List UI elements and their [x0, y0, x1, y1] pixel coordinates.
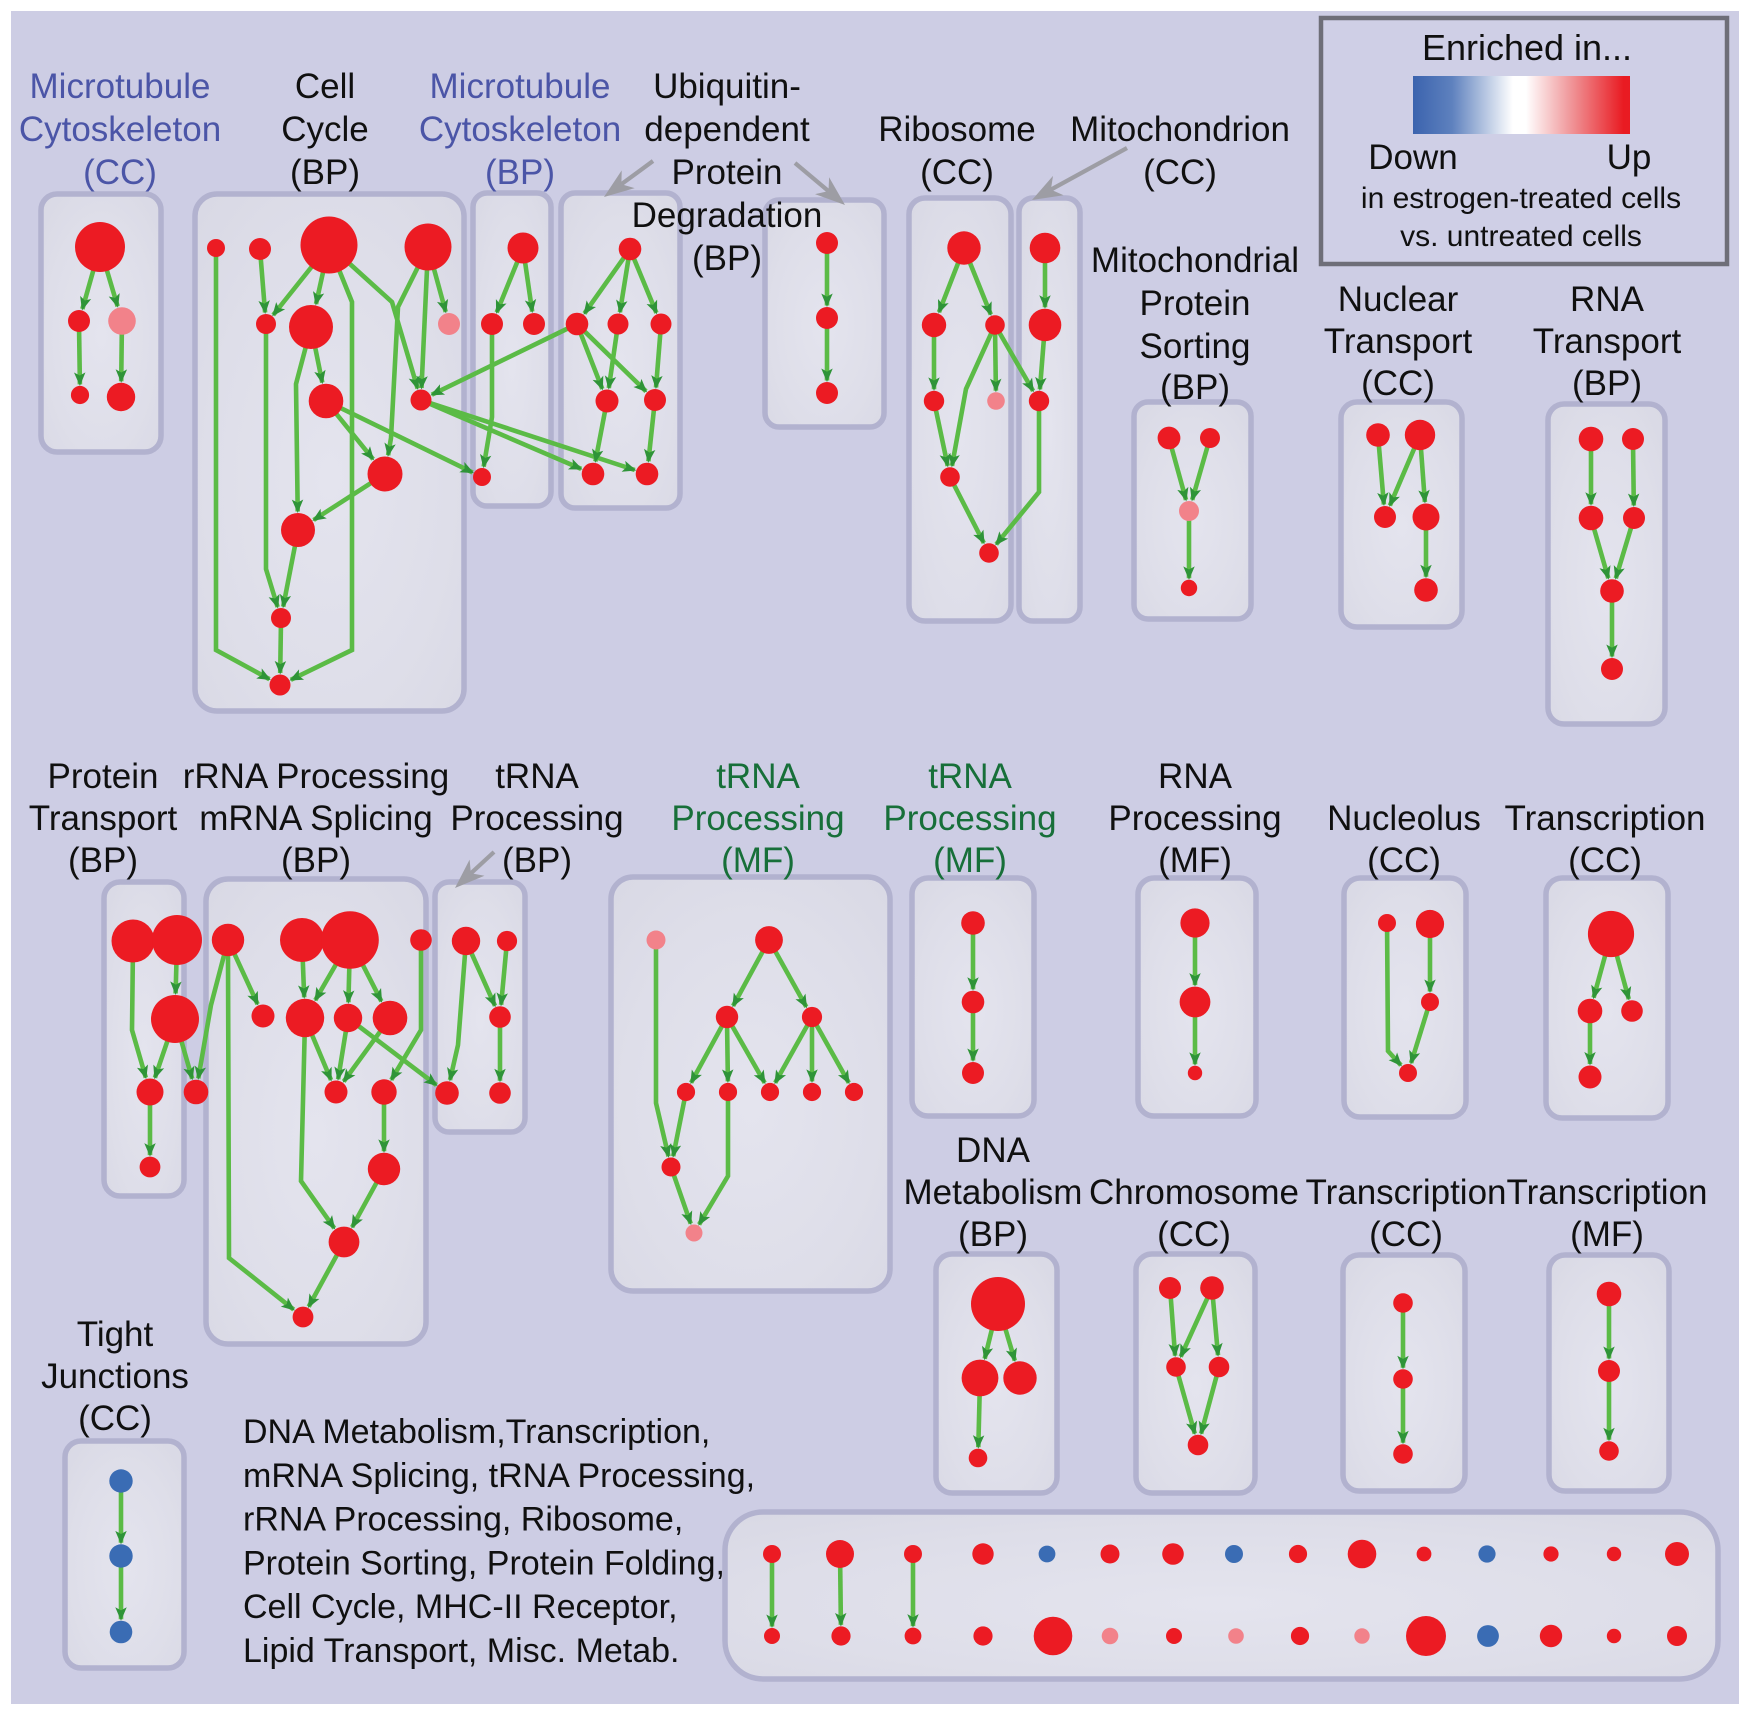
svg-text:Degradation: Degradation: [632, 196, 823, 235]
svg-text:Transport: Transport: [1533, 322, 1682, 361]
svg-text:(CC): (CC): [1367, 841, 1441, 880]
svg-text:Cytoskeleton: Cytoskeleton: [19, 110, 221, 149]
svg-text:Mitochondrial: Mitochondrial: [1091, 241, 1299, 280]
svg-text:dependent: dependent: [644, 110, 810, 149]
svg-text:DNA: DNA: [956, 1131, 1031, 1170]
svg-text:rRNA Processing: rRNA Processing: [183, 757, 449, 796]
svg-text:Nuclear: Nuclear: [1338, 280, 1459, 319]
svg-text:Transcription: Transcription: [1505, 799, 1706, 838]
svg-text:Microtubule: Microtubule: [430, 67, 611, 106]
svg-text:Tight: Tight: [77, 1315, 154, 1354]
svg-text:Ubiquitin-: Ubiquitin-: [653, 67, 801, 106]
svg-text:tRNA: tRNA: [716, 757, 800, 796]
svg-text:(CC): (CC): [1568, 841, 1642, 880]
svg-text:Mitochondrion: Mitochondrion: [1070, 110, 1290, 149]
svg-text:RNA: RNA: [1158, 757, 1233, 796]
svg-text:Processing: Processing: [883, 799, 1056, 838]
svg-text:mRNA Splicing: mRNA Splicing: [199, 799, 432, 838]
svg-text:Cell: Cell: [295, 67, 355, 106]
svg-text:(CC): (CC): [1369, 1215, 1443, 1254]
svg-text:(CC): (CC): [78, 1399, 152, 1438]
svg-text:(BP): (BP): [958, 1215, 1028, 1254]
svg-text:Chromosome: Chromosome: [1089, 1173, 1299, 1212]
svg-text:(MF): (MF): [1158, 841, 1232, 880]
svg-text:(BP): (BP): [1160, 368, 1230, 407]
svg-text:(CC): (CC): [1361, 364, 1435, 403]
svg-text:(BP): (BP): [502, 841, 572, 880]
svg-text:(MF): (MF): [1570, 1215, 1644, 1254]
svg-text:RNA: RNA: [1570, 280, 1645, 319]
svg-text:Protein: Protein: [48, 757, 159, 796]
svg-text:(CC): (CC): [1157, 1215, 1231, 1254]
svg-text:Down: Down: [1368, 138, 1457, 177]
svg-text:tRNA: tRNA: [928, 757, 1012, 796]
svg-text:Nucleolus: Nucleolus: [1327, 799, 1481, 838]
svg-text:in estrogen-treated cells: in estrogen-treated cells: [1361, 182, 1681, 215]
svg-text:Cell Cycle, MHC-II Receptor,: Cell Cycle, MHC-II Receptor,: [243, 1588, 678, 1626]
svg-text:Transcription: Transcription: [1306, 1173, 1507, 1212]
svg-text:(CC): (CC): [1143, 153, 1217, 192]
svg-text:Ribosome: Ribosome: [878, 110, 1036, 149]
svg-text:Microtubule: Microtubule: [30, 67, 211, 106]
svg-text:Transcription: Transcription: [1507, 1173, 1708, 1212]
svg-text:(BP): (BP): [1572, 364, 1642, 403]
svg-text:(BP): (BP): [68, 841, 138, 880]
svg-text:(BP): (BP): [485, 153, 555, 192]
svg-text:Enriched in...: Enriched in...: [1422, 27, 1632, 68]
svg-text:mRNA Splicing, tRNA Processing: mRNA Splicing, tRNA Processing,: [243, 1457, 755, 1495]
svg-text:Protein: Protein: [672, 153, 783, 192]
svg-text:(BP): (BP): [692, 239, 762, 278]
svg-text:(BP): (BP): [290, 153, 360, 192]
svg-text:(CC): (CC): [83, 153, 157, 192]
svg-text:Cycle: Cycle: [281, 110, 369, 149]
svg-text:Transport: Transport: [1324, 322, 1473, 361]
svg-text:Junctions: Junctions: [41, 1357, 189, 1396]
svg-text:Up: Up: [1607, 138, 1652, 177]
svg-text:(MF): (MF): [933, 841, 1007, 880]
svg-text:vs. untreated cells: vs. untreated cells: [1400, 220, 1642, 253]
svg-text:Protein: Protein: [1140, 284, 1251, 323]
svg-text:Transport: Transport: [29, 799, 178, 838]
svg-text:Processing: Processing: [1108, 799, 1281, 838]
svg-text:DNA Metabolism,Transcription,: DNA Metabolism,Transcription,: [243, 1413, 710, 1451]
svg-text:(CC): (CC): [920, 153, 994, 192]
svg-text:Protein Sorting, Protein Foldi: Protein Sorting, Protein Folding,: [243, 1544, 725, 1582]
svg-text:rRNA Processing, Ribosome,: rRNA Processing, Ribosome,: [243, 1501, 683, 1539]
svg-text:Sorting: Sorting: [1140, 327, 1251, 366]
svg-text:Cytoskeleton: Cytoskeleton: [419, 110, 621, 149]
svg-text:(MF): (MF): [721, 841, 795, 880]
svg-text:Metabolism: Metabolism: [904, 1173, 1083, 1212]
svg-text:Processing: Processing: [671, 799, 844, 838]
svg-text:Lipid Transport, Misc. Metab.: Lipid Transport, Misc. Metab.: [243, 1632, 680, 1670]
svg-text:tRNA: tRNA: [495, 757, 579, 796]
svg-text:(BP): (BP): [281, 841, 351, 880]
svg-text:Processing: Processing: [450, 799, 623, 838]
